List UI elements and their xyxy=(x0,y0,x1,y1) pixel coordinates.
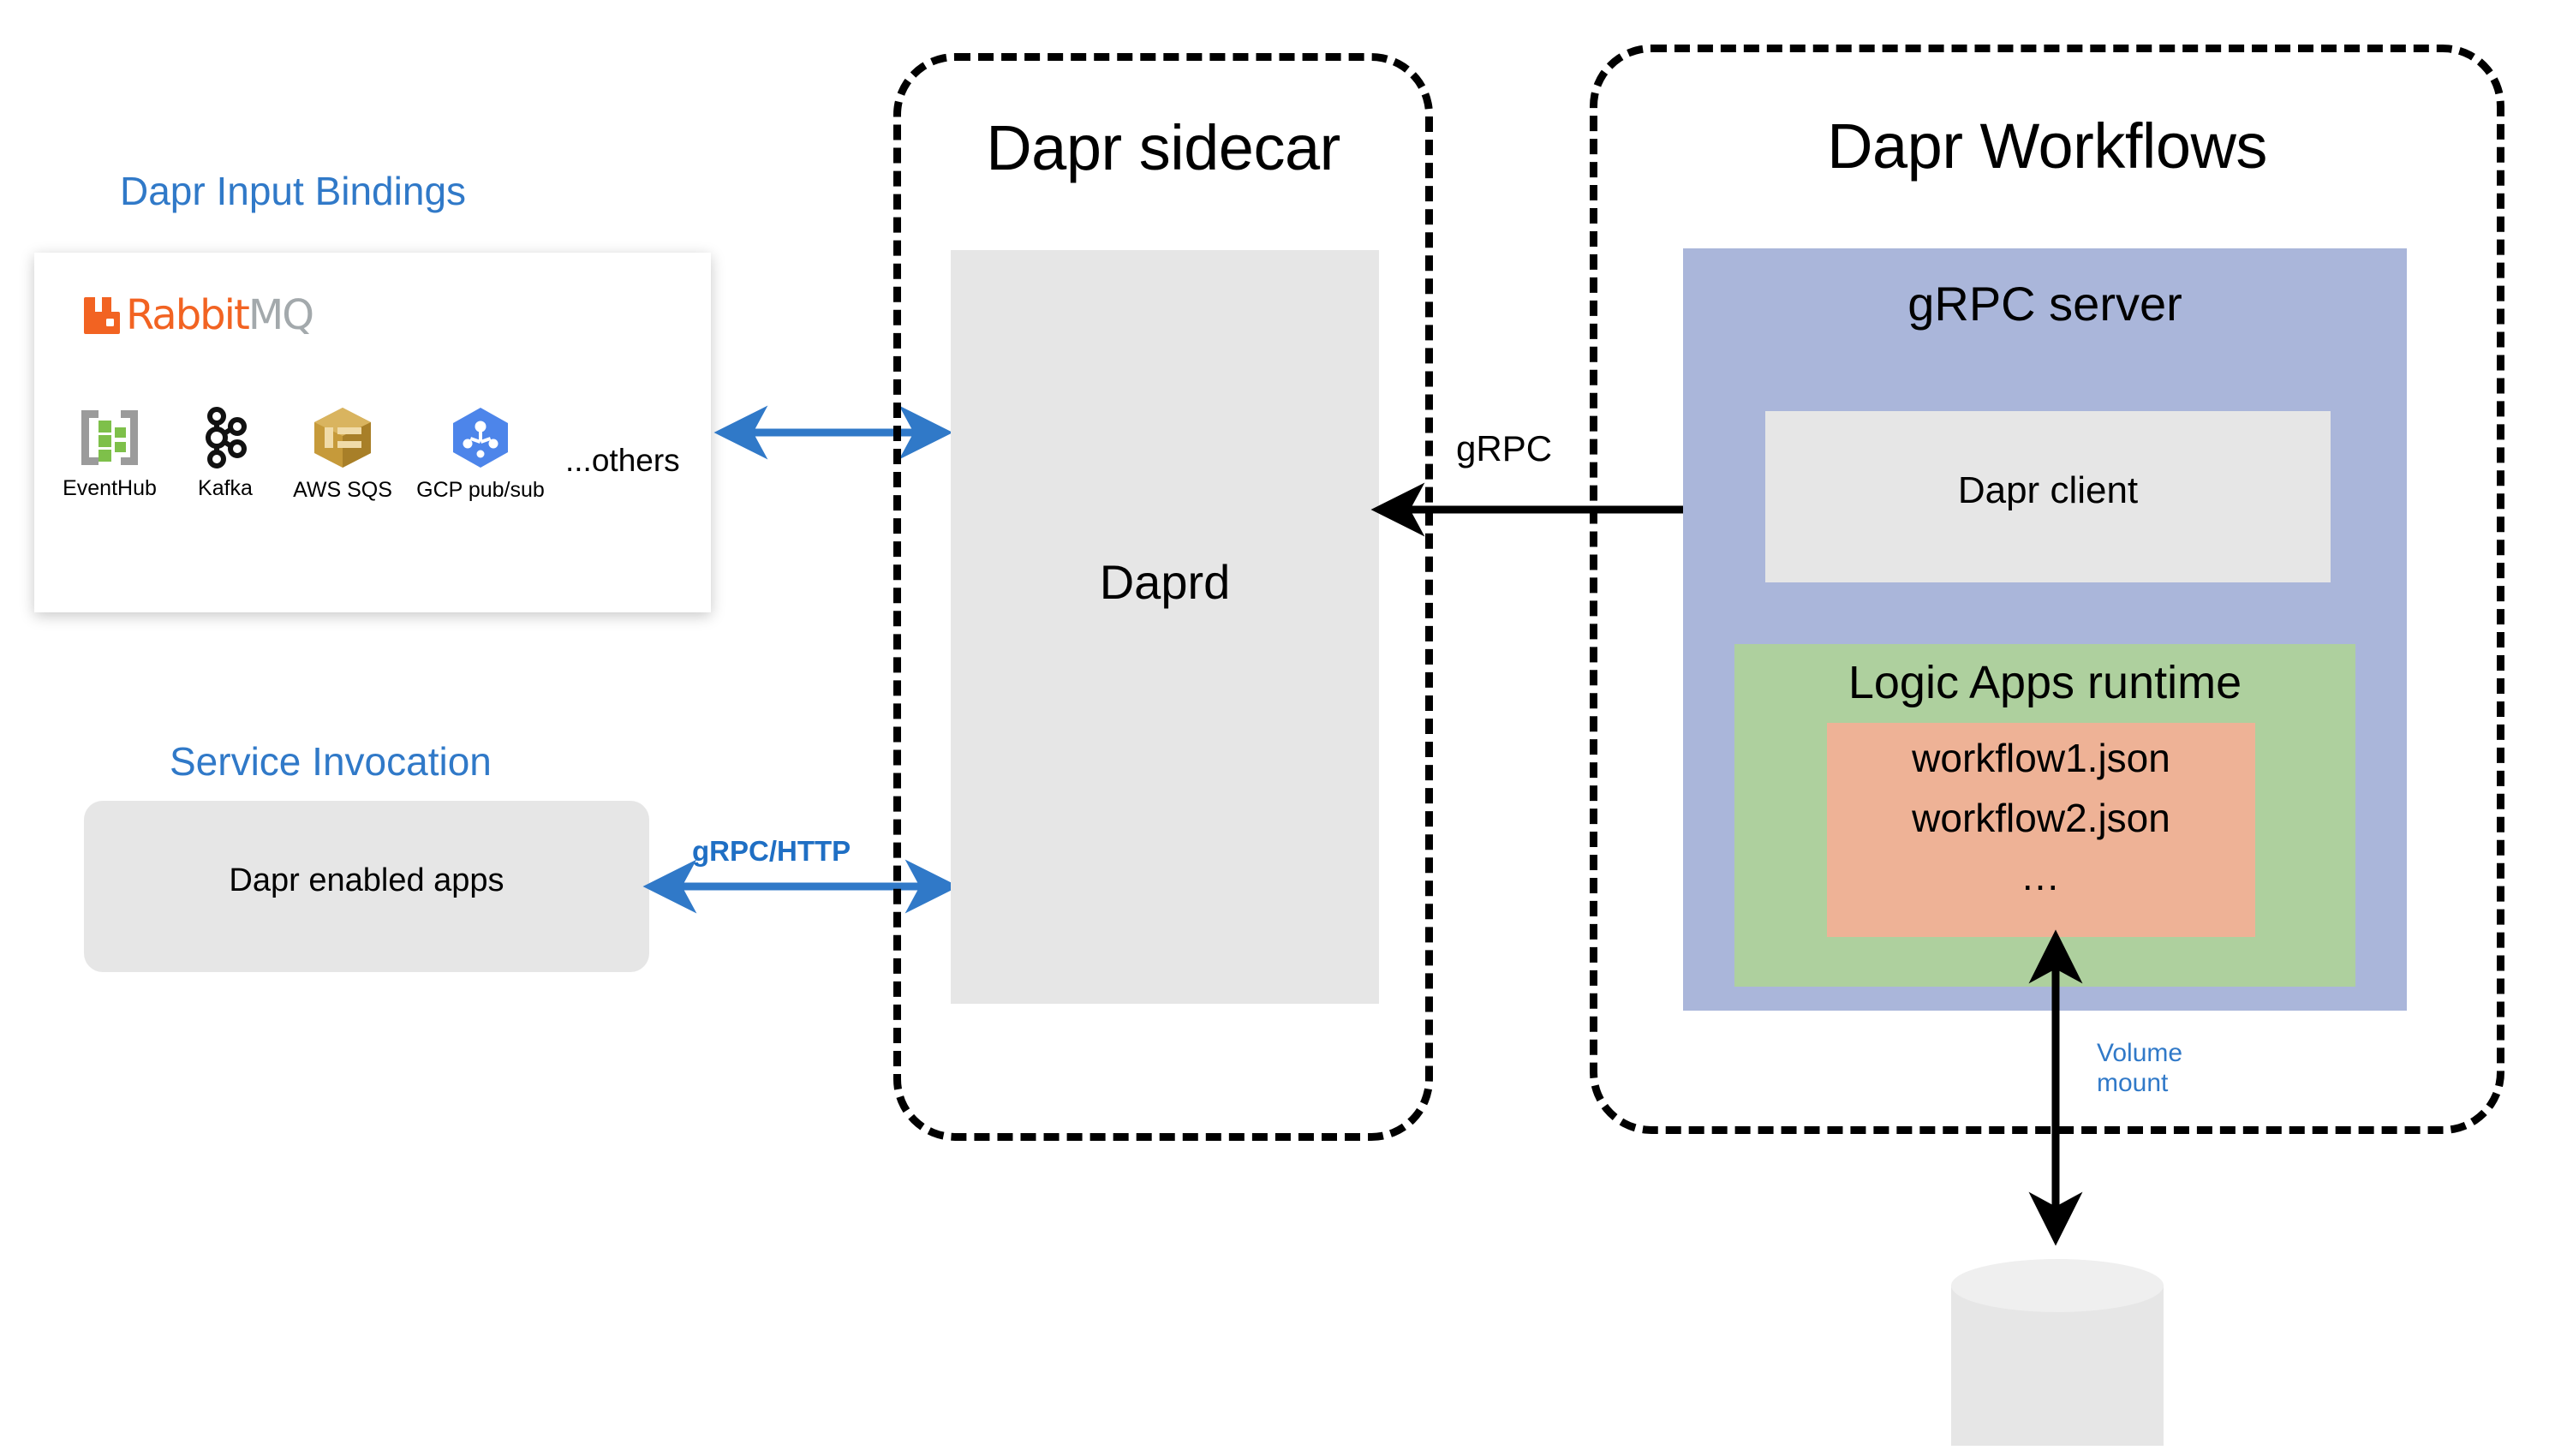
logic-apps-runtime-label: Logic Apps runtime xyxy=(1848,657,2242,708)
connector-gcp-pubsub: GCP pub/sub xyxy=(404,405,557,503)
kafka-icon xyxy=(175,407,276,473)
eventhub-icon xyxy=(50,407,170,473)
connector-label-gcp-pubsub: GCP pub/sub xyxy=(416,478,545,502)
dapr-sidecar-title: Dapr sidecar xyxy=(986,112,1340,183)
dapr-enabled-apps-box: Dapr enabled apps xyxy=(84,801,649,972)
cylinder-top xyxy=(1951,1259,2164,1312)
gcp-pubsub-icon xyxy=(404,405,557,474)
rabbitmq-wordmark-secondary: MQ xyxy=(248,291,314,339)
grpc-server-label: gRPC server xyxy=(1907,277,2182,331)
rabbitmq-mark-icon xyxy=(84,295,122,335)
rabbitmq-logo: Rabbit MQ xyxy=(84,291,314,339)
service-invocation-heading: Service Invocation xyxy=(170,739,492,784)
connector-label-aws-sqs: AWS SQS xyxy=(293,478,392,502)
daprd-process-box: Daprd xyxy=(951,250,1379,1004)
others-label: ...others xyxy=(565,443,680,478)
dapr-enabled-apps-label: Dapr enabled apps xyxy=(229,862,504,898)
workflow-file-2: workflow2.json xyxy=(1912,796,2170,840)
dapr-client-box: Dapr client xyxy=(1765,411,2331,582)
volume-mount-line-2: mount xyxy=(2097,1069,2169,1098)
dapr-input-bindings-heading: Dapr Input Bindings xyxy=(120,169,467,213)
rabbitmq-wordmark-primary: Rabbit xyxy=(126,291,250,339)
volume-storage-cylinder xyxy=(1951,1259,2164,1456)
workflow-file-1: workflow1.json xyxy=(1912,736,2170,780)
volume-mount-label: Volume mount xyxy=(2097,1038,2182,1099)
arrow-workflows-to-storage xyxy=(2028,929,2083,1246)
dapr-workflows-title: Dapr Workflows xyxy=(1827,110,2267,182)
daprd-label: Daprd xyxy=(1099,555,1231,609)
workflow-files-ellipsis: ... xyxy=(2021,854,2061,898)
connector-aws-sqs: AWS SQS xyxy=(279,405,406,503)
connector-label-eventhub: EventHub xyxy=(63,476,157,500)
input-bindings-card: Rabbit MQ EventHub xyxy=(34,253,711,612)
aws-sqs-icon xyxy=(279,405,406,474)
connector-label-kafka: Kafka xyxy=(198,476,253,500)
dapr-sidecar-container xyxy=(893,53,1433,1141)
arrow-bindings-to-daprd xyxy=(713,405,953,460)
connector-eventhub: EventHub xyxy=(50,407,170,501)
dapr-client-label: Dapr client xyxy=(1957,469,2139,511)
logic-apps-runtime-panel: Logic Apps runtime workflow1.json workfl… xyxy=(1734,644,2355,987)
connector-kafka: Kafka xyxy=(175,407,276,501)
grpc-server-panel: gRPC server Dapr client Logic Apps runti… xyxy=(1683,248,2407,1011)
volume-mount-line-1: Volume xyxy=(2097,1039,2183,1067)
grpc-arrow-label: gRPC xyxy=(1456,428,1553,468)
workflow-files-box: workflow1.json workflow2.json ... xyxy=(1827,723,2255,937)
